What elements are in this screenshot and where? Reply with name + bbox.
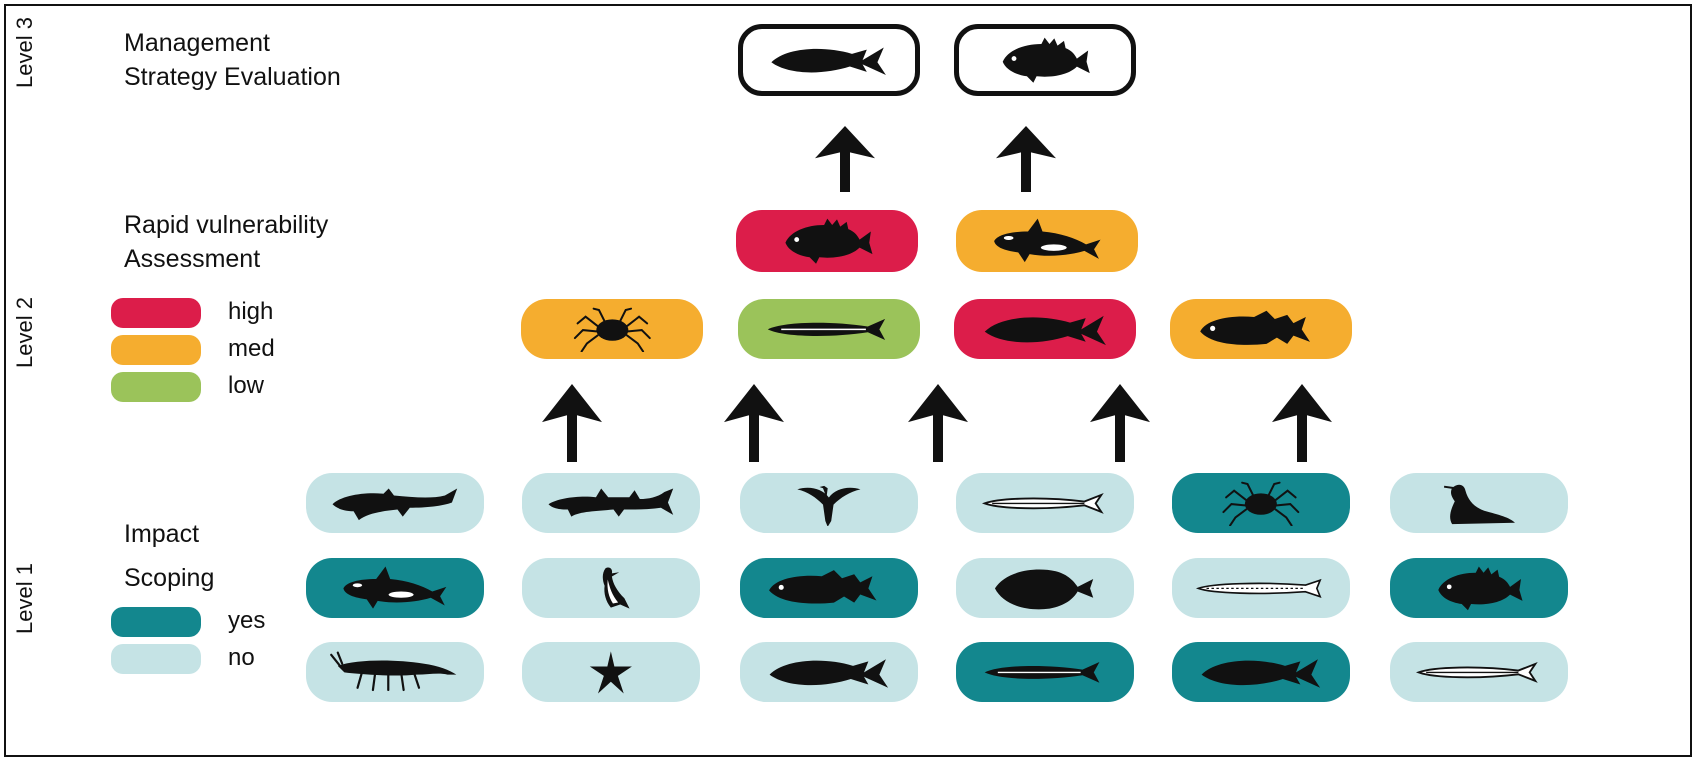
cod-icon [763,565,895,612]
arrow-to-level-2-1 [540,384,604,462]
scoping-box-r2c5 [1172,558,1350,618]
herring-icon [979,649,1111,696]
scoping-box-r3c1 [306,642,484,702]
orca-icon [980,217,1115,265]
arrow-to-level-2-3 [906,384,970,462]
scoping-box-r2c3 [740,558,918,618]
assessment-box-top-1 [736,210,918,272]
level-3-heading-line2: Strategy Evaluation [124,60,341,94]
scoping-box-r1c5 [1172,473,1350,533]
legend-yes-label: yes [228,607,265,635]
orca-icon [329,565,461,612]
legend-med-swatch [111,335,201,365]
legend-high-label: high [228,298,273,326]
legend-no-label: no [228,644,255,672]
salmon-icon [765,36,892,84]
arrow-to-level-3-left [813,126,877,192]
anchovy-icon [1413,649,1545,696]
assessment-box-top-2 [956,210,1138,272]
mse-box-2 [954,24,1136,96]
scoping-box-r3c2 [522,642,700,702]
legend-no-swatch [111,644,201,674]
rockfish-icon [981,36,1108,84]
level-2-heading-line1: Rapid vulnerability [124,208,328,242]
scoping-box-r3c6 [1390,642,1568,702]
scoping-box-r1c6 [1390,473,1568,533]
assessment-box-bottom-4 [1170,299,1352,359]
level-3-label: Level 3 [12,17,38,88]
arrow-to-level-2-2 [722,384,786,462]
salmon-icon [978,306,1113,353]
sea-lion-icon [1413,480,1545,527]
mse-box-1 [738,24,920,96]
scoping-box-r1c2 [522,473,700,533]
level-3-heading: Management Strategy Evaluation [124,26,341,94]
assessment-box-bottom-3 [954,299,1136,359]
level-2-heading: Rapid vulnerability Assessment [124,208,328,276]
cormorant-icon [763,480,895,527]
murre-icon [545,565,677,612]
anchovy-icon [979,480,1111,527]
rockfish-icon [760,217,895,265]
assessment-box-bottom-1 [521,299,703,359]
assessment-box-bottom-2 [738,299,920,359]
scoping-box-r3c3 [740,642,918,702]
legend-yes-swatch [111,607,201,637]
scoping-box-r1c4 [956,473,1134,533]
krill-icon [329,649,461,696]
sea-star-icon [545,649,677,696]
legend-low-swatch [111,372,201,402]
arrow-to-level-3-right [994,126,1058,192]
scoping-box-r1c3 [740,473,918,533]
legend-med-label: med [228,335,275,363]
level-1-heading: Impact Scoping [124,512,214,600]
scoping-box-r1c1 [306,473,484,533]
level-3-heading-line1: Management [124,26,341,60]
sixgill-shark-icon [329,480,461,527]
dogfish-shark-icon [545,480,677,527]
level-2-label: Level 2 [12,297,38,368]
level-1-heading-line1: Impact [124,512,214,556]
arrow-to-level-2-4 [1088,384,1152,462]
level-2-heading-line2: Assessment [124,242,328,276]
arrow-to-level-2-5 [1270,384,1334,462]
scoping-box-r2c4 [956,558,1134,618]
herring-icon [762,306,897,353]
sand-lance-icon [1195,565,1327,612]
scoping-box-r2c1 [306,558,484,618]
level-1-heading-line2: Scoping [124,556,214,600]
cod-icon [1194,306,1329,353]
flatfish-icon [979,565,1111,612]
crab-icon [545,306,680,353]
crab-icon [1195,480,1327,527]
scoping-box-r2c2 [522,558,700,618]
scoping-box-r3c5 [1172,642,1350,702]
rockfish-icon [1413,565,1545,612]
salmon-icon [1195,649,1327,696]
diagram-frame: Level 3 Level 2 Level 1 Management Strat… [4,4,1692,757]
scoping-box-r3c4 [956,642,1134,702]
legend-low-label: low [228,372,264,400]
legend-high-swatch [111,298,201,328]
scoping-box-r2c6 [1390,558,1568,618]
level-1-label: Level 1 [12,563,38,634]
salmon-icon [763,649,895,696]
